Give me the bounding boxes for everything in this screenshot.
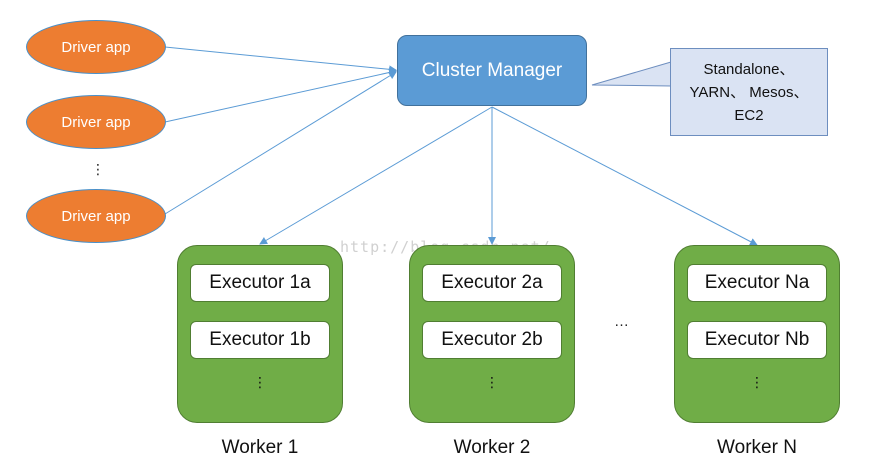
worker-2: Executor 2a Executor 2b ⋮ (409, 245, 575, 423)
edge-cluster-manager-to-worker1 (259, 106, 493, 245)
driver-app-3: Driver app (26, 189, 166, 243)
worker-n: Executor Na Executor Nb ⋮ (674, 245, 840, 423)
edge-driver3-to-cluster-manager (164, 71, 397, 215)
callout-pointer (591, 61, 672, 87)
worker-ellipsis: … (614, 313, 629, 330)
executor-1a: Executor 1a (190, 264, 330, 302)
callout-line-2: YARN、 Mesos、 (689, 83, 809, 101)
executor-1b: Executor 1b (190, 321, 330, 359)
driver-app-3-label: Driver app (61, 207, 131, 225)
callout-line-1: Standalone、 (703, 60, 795, 78)
cluster-manager-types-callout: Standalone、 YARN、 Mesos、 EC2 (670, 48, 828, 136)
driver-app-1-label: Driver app (61, 38, 131, 56)
edge-driver1-to-cluster-manager (164, 46, 397, 74)
edge-driver2-to-cluster-manager (164, 68, 397, 123)
edge-cluster-manager-to-workerN (491, 106, 758, 246)
worker-1-ellipsis: ⋮ (253, 374, 267, 390)
cluster-manager: Cluster Manager (397, 35, 587, 106)
worker-2-label: Worker 2 (453, 437, 531, 458)
executor-na: Executor Na (687, 264, 827, 302)
driver-app-2: Driver app (26, 95, 166, 149)
worker-1-label: Worker 1 (221, 437, 299, 458)
callout-line-3: EC2 (734, 106, 764, 124)
driver-ellipsis: ⋮ (91, 161, 105, 177)
worker-n-ellipsis: ⋮ (750, 374, 764, 390)
executor-2a: Executor 2a (422, 264, 562, 302)
worker-2-ellipsis: ⋮ (485, 374, 499, 390)
worker-1: Executor 1a Executor 1b ⋮ (177, 245, 343, 423)
executor-nb: Executor Nb (687, 321, 827, 359)
executor-2b: Executor 2b (422, 321, 562, 359)
driver-app-2-label: Driver app (61, 113, 131, 131)
cluster-manager-label: Cluster Manager (421, 59, 563, 81)
worker-n-label: Worker N (717, 437, 797, 458)
driver-app-1: Driver app (26, 20, 166, 74)
